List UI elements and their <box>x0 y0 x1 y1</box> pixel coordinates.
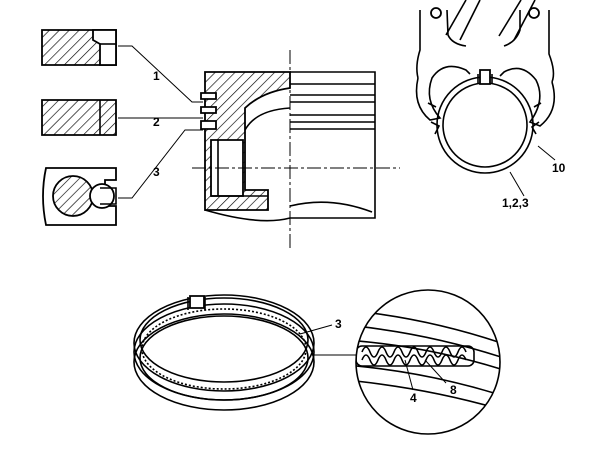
ring-expander-pliers <box>415 0 556 197</box>
callout-pliers-tool: 10 <box>552 161 566 175</box>
callout-detail-8: 8 <box>450 383 457 397</box>
piston-cross-section <box>192 50 400 248</box>
oil-ring-assembly <box>133 294 356 411</box>
callout-ring-3: 3 <box>153 165 160 179</box>
leader-lines-piston <box>118 45 203 199</box>
detail-magnifier <box>355 289 501 435</box>
callout-ring-set: 3 <box>335 317 342 331</box>
ring-3-cross-section <box>42 167 117 226</box>
callout-ring-2: 2 <box>153 115 160 129</box>
callout-ring-1: 1 <box>153 69 160 83</box>
ring-1-cross-section <box>41 29 117 66</box>
callout-expander-spring: 4 <box>410 391 417 405</box>
callout-pliers-rings: 1,2,3 <box>502 196 529 210</box>
ring-2-cross-section <box>41 99 117 136</box>
